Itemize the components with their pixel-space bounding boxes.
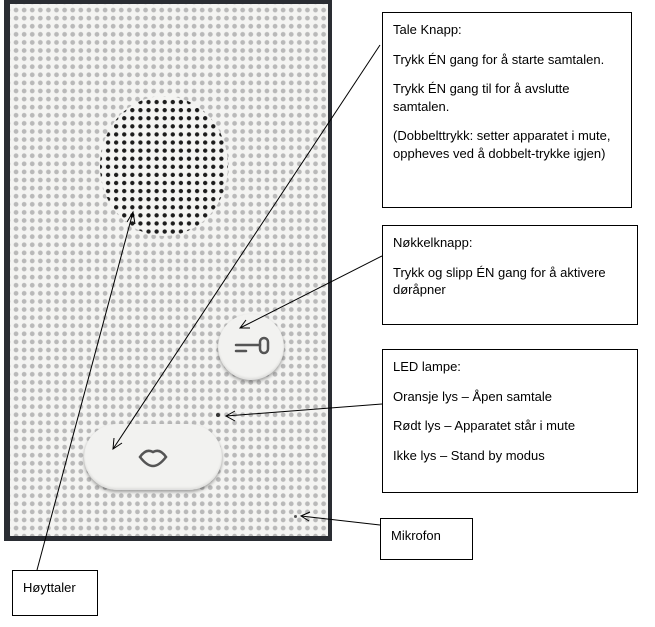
arrow-nokkelknapp <box>239 255 383 329</box>
led-lamp <box>216 413 220 417</box>
callout-line: Ikke lys – Stand by modus <box>393 447 545 463</box>
callout-title: Høyttaler <box>23 580 76 595</box>
arrow-led <box>225 403 383 417</box>
callout-led: LED lampe: Oransje lys – Åpen samtale Rø… <box>382 349 638 493</box>
intercom-photo <box>4 0 332 541</box>
speaker-grille <box>100 96 228 236</box>
callout-title: Tale Knapp: <box>393 22 462 37</box>
callout-nokkelknapp: Nøkkelknapp: Trykk og slipp ÉN gang for … <box>382 225 638 325</box>
key-icon <box>234 336 270 355</box>
callout-hoyttaler: Høyttaler <box>12 570 98 616</box>
callout-line: Trykk ÉN gang til for å avslutte samtale… <box>393 81 570 114</box>
callout-line: Trykk ÉN gang for å starte samtalen. <box>393 51 605 67</box>
callout-line: (Dobbelttrykk: setter apparatet i mute, … <box>393 128 611 161</box>
microphone-hole <box>294 515 297 518</box>
callout-mikrofon: Mikrofon <box>380 518 473 560</box>
arrow-tale-knapp <box>112 44 381 450</box>
intercom-panel <box>10 4 328 536</box>
callout-tale-knapp: Tale Knapp: Trykk ÉN gang for å starte s… <box>382 12 632 208</box>
callout-line: Trykk og slipp ÉN gang for å aktivere dø… <box>393 264 606 298</box>
callout-line: Rødt lys – Apparatet står i mute <box>393 418 576 434</box>
callout-title: Nøkkelknapp: <box>393 235 473 250</box>
arrow-mikrofon <box>300 515 381 526</box>
callout-line: Oransje lys – Åpen samtale <box>393 388 552 404</box>
talk-button <box>84 424 222 490</box>
callout-title: Mikrofon <box>391 528 441 543</box>
lips-icon <box>138 449 168 468</box>
callout-title: LED lampe: <box>393 359 461 374</box>
key-button <box>218 314 284 380</box>
arrow-hoyttaler <box>36 211 134 571</box>
